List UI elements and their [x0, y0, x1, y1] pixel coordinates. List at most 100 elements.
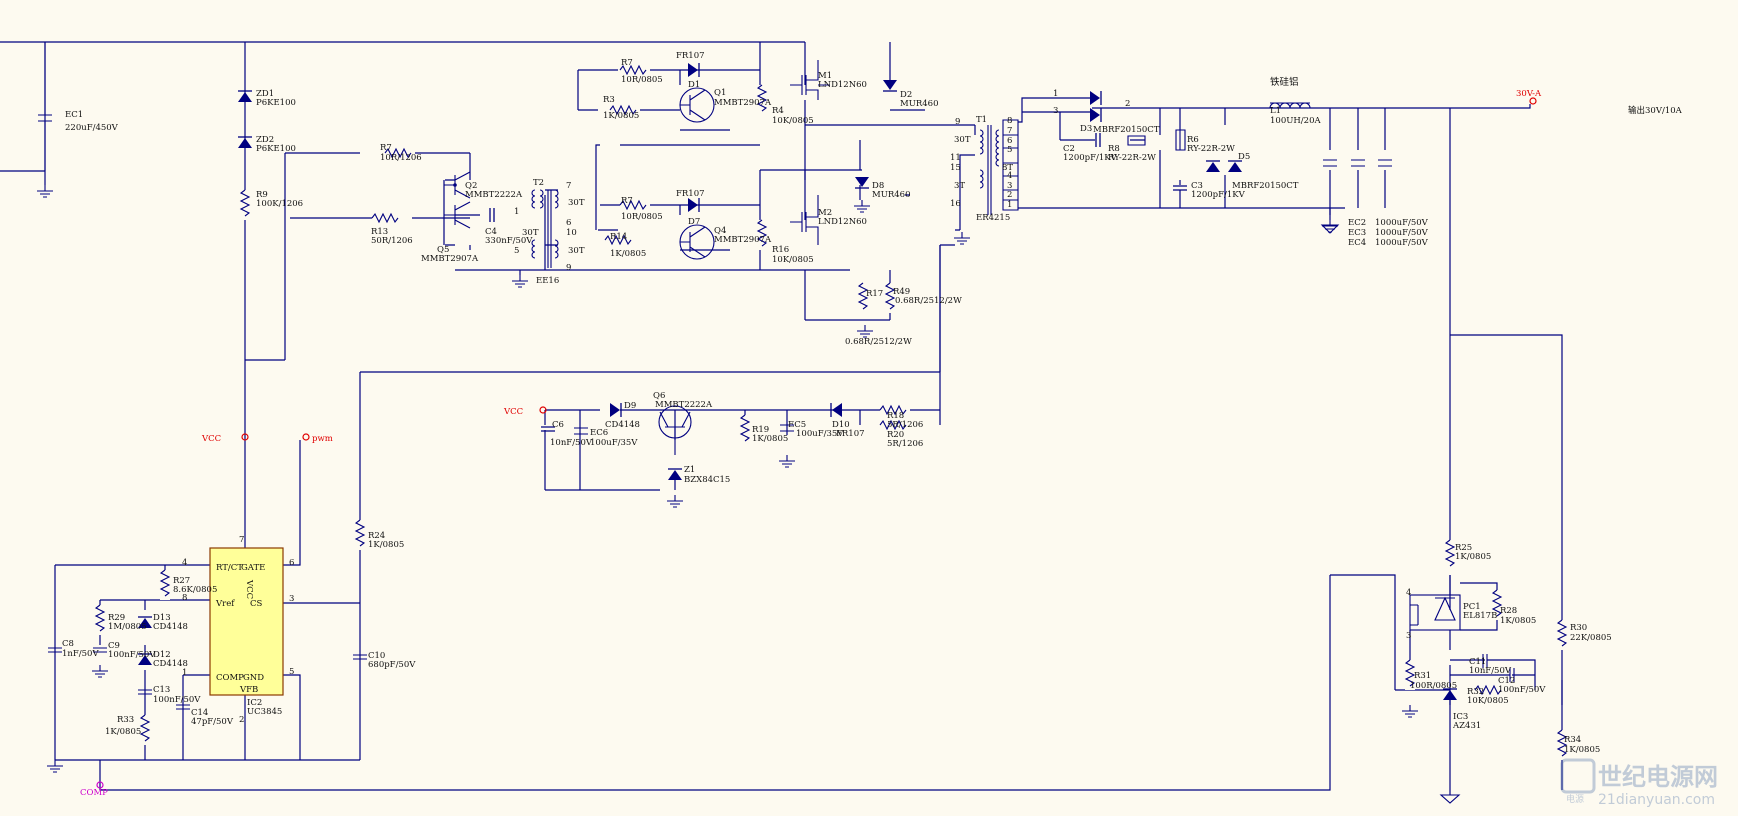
value-R17: 0.68R/2512/2W: [845, 337, 912, 347]
label-C9: C9: [108, 641, 120, 651]
t1-pin-11: 11: [950, 153, 961, 163]
label-Q4: Q4: [714, 226, 726, 236]
value-R34: 1K/0805: [1564, 745, 1600, 755]
watermark-small: 电源: [1566, 793, 1584, 805]
value-Q2: MMBT2222A: [465, 190, 523, 200]
value-R24: 1K/0805: [368, 540, 404, 550]
label-FR107a: FR107: [676, 51, 705, 61]
value-R49: 0.68R/2512/2W: [895, 296, 962, 306]
ic2-pin-gate: GATE: [241, 563, 265, 573]
label-M1: M1: [818, 71, 832, 81]
watermark: 电源 世纪电源网 21dianyuan.com: [1560, 758, 1718, 808]
value-D13: CD4148: [153, 622, 188, 632]
label-R32: R32: [1467, 687, 1484, 697]
pc1-pin-4: 4: [1406, 588, 1411, 598]
value-IC2: UC3845: [247, 707, 282, 717]
value-C8: 1nF/50V: [62, 649, 99, 659]
label-D5: D5: [1238, 152, 1250, 162]
value-IC3: AZ431: [1452, 721, 1481, 731]
label-D12: D12: [153, 650, 171, 660]
net-30v-a: 30V-A: [1516, 89, 1542, 99]
ic2-num-2: 2: [239, 715, 244, 725]
value-R27: 8.6K/0805: [173, 585, 217, 595]
value-R14: 1K/0805: [610, 249, 646, 259]
label-IC2: IC2: [247, 698, 262, 708]
label-C2: C2: [1063, 144, 1075, 154]
label-R28: R28: [1500, 606, 1517, 616]
value-R30: 22K/0805: [1570, 633, 1612, 643]
t1-turns-30: 30T: [954, 135, 971, 145]
ic2-pin-vfb: VFB: [239, 685, 258, 695]
value-EC5: 100uF/35V: [796, 429, 844, 439]
t1-pin-s2: 2: [1007, 190, 1012, 200]
label-EC6: EC6: [590, 428, 608, 438]
value-Z1: BZX84C15: [684, 475, 730, 485]
t1-turns-8: 8T: [1002, 163, 1013, 173]
ic2-pin-gnd: GND: [243, 673, 264, 683]
label-C10: C10: [368, 651, 385, 661]
inductor-material: 铁硅铝: [1270, 76, 1299, 88]
value-EC1: 220uF/450V: [65, 123, 119, 133]
ic2-pin-vref: Vref: [215, 599, 235, 609]
t1-pin-15: 15: [950, 163, 961, 173]
ic2-num-3: 3: [289, 594, 294, 604]
value-R28: 1K/0805: [1500, 616, 1536, 626]
value-R7b: 10R/0805: [621, 75, 663, 85]
t2-turns-c: 30T: [568, 246, 585, 256]
t1-turns-3: 3T: [954, 181, 965, 191]
t1-pin-s1: 1: [1007, 200, 1012, 210]
label-T1: T1: [976, 115, 987, 125]
t1-pin-s3: 3: [1007, 181, 1012, 191]
value-C13: 100nF/50V: [153, 695, 201, 705]
label-D8: D8: [872, 181, 884, 191]
t2-turns-a: 30T: [568, 198, 585, 208]
label-R7b: R7: [621, 58, 633, 68]
label-IC3: IC3: [1453, 712, 1468, 722]
label-R33: R33: [117, 715, 134, 725]
pin-6: 6: [566, 218, 571, 228]
value-Q6: MMBT2222A: [655, 400, 713, 410]
label-FR107b: FR107: [676, 189, 705, 199]
label-R14: R14: [610, 232, 627, 242]
value-C14: 47pF/50V: [191, 717, 234, 727]
ic2-pin-vcc: VCC: [244, 579, 254, 599]
value-M2: LND12N60: [818, 217, 867, 227]
value-R4: 10K/0805: [772, 116, 814, 126]
label-ZD2: ZD2: [256, 135, 274, 145]
label-Z1: Z1: [684, 465, 695, 475]
name-T1: ER4215: [976, 213, 1010, 223]
net-comp: COMP: [80, 788, 108, 798]
label-C13: C13: [153, 685, 170, 695]
value-R19: 1K/0805: [752, 434, 788, 444]
label-R20: R20: [887, 430, 904, 440]
label-R9: R9: [256, 190, 268, 200]
output-spec: 输出30V/10A: [1628, 105, 1683, 116]
ic2-num-6: 6: [289, 558, 294, 568]
label-C11: C11: [1469, 657, 1486, 667]
label-R30: R30: [1570, 623, 1587, 633]
value-D3: MBRF20150CT: [1093, 125, 1160, 135]
value-L1: 100UH/20A: [1270, 116, 1321, 126]
label-M2: M2: [818, 208, 832, 218]
value-R8: RY-22R-2W: [1108, 153, 1156, 163]
value-C3: 1200pF/1KV: [1191, 190, 1246, 200]
label-R49: R49: [893, 287, 910, 297]
value-D10: FR107: [836, 429, 865, 439]
controller-section: [46, 372, 1450, 791]
label-R6: R6: [1187, 135, 1199, 145]
label-R27: R27: [173, 576, 190, 586]
t1-pin-16: 16: [950, 199, 961, 209]
label-D10: D10: [832, 420, 850, 430]
pin-5: 5: [514, 246, 519, 256]
value-Q1: MMBT2907A: [714, 98, 772, 108]
value-EC2: 1000uF/50V: [1375, 218, 1429, 228]
t1-pin-9: 9: [955, 117, 960, 127]
value-C10: 680pF/50V: [368, 660, 416, 670]
label-R17: R17: [866, 289, 883, 299]
label-D3: D3: [1080, 124, 1092, 134]
aux-supply: [360, 245, 941, 508]
t1-pin-s7: 7: [1007, 126, 1012, 136]
value-C12: 100nF/50V: [1498, 685, 1546, 695]
value-D9: CD4148: [605, 420, 640, 430]
value-R7c: 10R/0805: [621, 212, 663, 222]
